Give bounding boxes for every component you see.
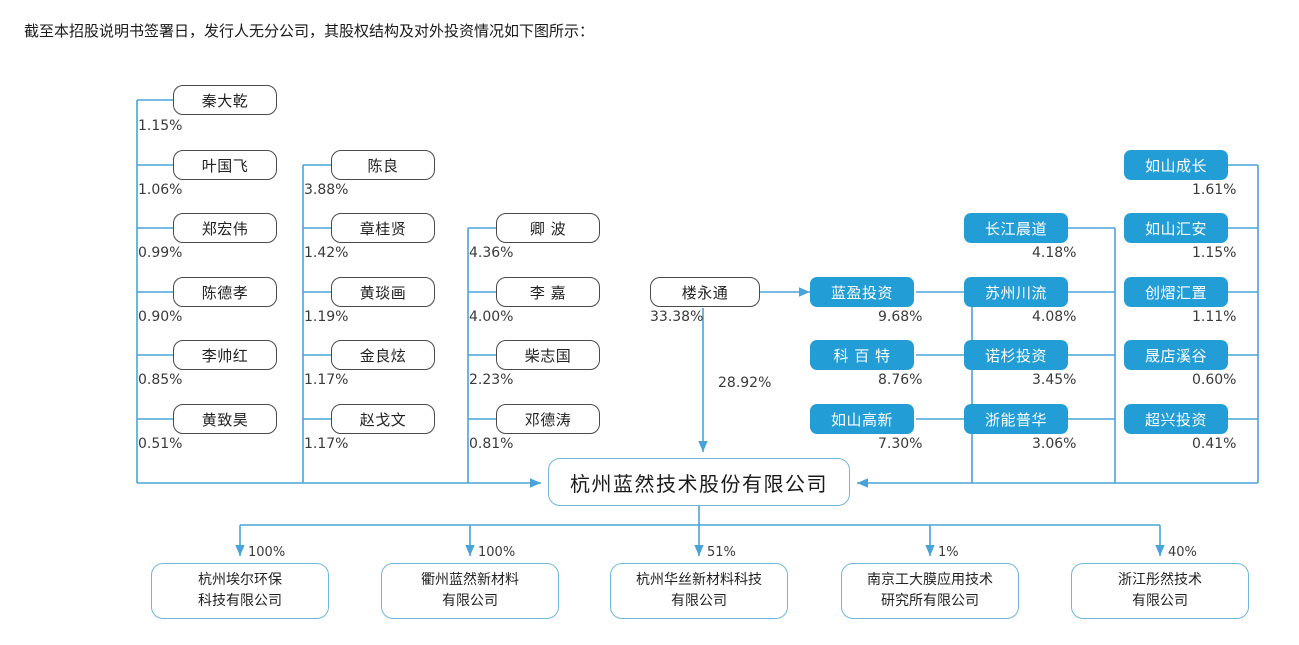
- shareholder-pct: 1.17%: [304, 436, 349, 452]
- institutional-shareholder-box[interactable]: 长江晨道: [964, 213, 1068, 243]
- shareholder-box[interactable]: 邓德涛: [496, 404, 600, 434]
- shareholder-pct: 1.17%: [304, 372, 349, 388]
- subsidiary-name-line1: 杭州埃尔环保: [198, 572, 282, 588]
- subsidiary-box[interactable]: 杭州埃尔环保 科技有限公司: [151, 563, 329, 619]
- institutional-shareholder-pct: 4.18%: [1032, 245, 1077, 261]
- shareholder-box[interactable]: 秦大乾: [173, 85, 277, 115]
- institutional-shareholder-box[interactable]: 浙能普华: [964, 404, 1068, 434]
- shareholder-box[interactable]: 黄琰画: [331, 277, 435, 307]
- shareholder-pct: 2.23%: [469, 372, 514, 388]
- subsidiary-pct: 1%: [938, 545, 959, 560]
- shareholder-box[interactable]: 郑宏伟: [173, 213, 277, 243]
- subsidiary-box[interactable]: 浙江彤然技术 有限公司: [1071, 563, 1249, 619]
- shareholder-box[interactable]: 陈德孝: [173, 277, 277, 307]
- shareholder-pct: 1.15%: [138, 118, 183, 134]
- subsidiary-box[interactable]: 杭州华丝新材料科技 有限公司: [610, 563, 788, 619]
- shareholder-pct: 1.19%: [304, 309, 349, 325]
- subsidiary-box[interactable]: 衢州蓝然新材料 有限公司: [381, 563, 559, 619]
- controller-pct-to-company: 28.92%: [718, 375, 772, 391]
- subsidiary-name-line2: 有限公司: [442, 593, 498, 609]
- shareholder-box[interactable]: 叶国飞: [173, 150, 277, 180]
- shareholder-pct: 1.42%: [304, 245, 349, 261]
- institutional-shareholder-box[interactable]: 如山汇安: [1124, 213, 1228, 243]
- shareholder-box[interactable]: 柴志国: [496, 340, 600, 370]
- shareholder-pct: 4.00%: [469, 309, 514, 325]
- institutional-shareholder-pct: 4.08%: [1032, 309, 1077, 325]
- institutional-shareholder-box[interactable]: 苏州川流: [964, 277, 1068, 307]
- institutional-shareholder-pct: 0.41%: [1192, 436, 1237, 452]
- subsidiary-name-line1: 衢州蓝然新材料: [421, 572, 519, 588]
- controller-pct-to-lanying: 33.38%: [650, 309, 704, 325]
- institutional-shareholder-pct: 7.30%: [878, 436, 923, 452]
- institutional-shareholder-pct: 1.11%: [1192, 309, 1237, 325]
- shareholder-pct: 0.81%: [469, 436, 514, 452]
- shareholder-box[interactable]: 卿 波: [496, 213, 600, 243]
- institutional-shareholder-box[interactable]: 诺杉投资: [964, 340, 1068, 370]
- subsidiary-pct: 100%: [478, 545, 516, 560]
- institutional-shareholder-pct: 1.61%: [1192, 182, 1237, 198]
- subsidiary-name-line2: 有限公司: [1132, 593, 1188, 609]
- subsidiary-pct: 40%: [1168, 545, 1197, 560]
- institutional-shareholder-box[interactable]: 科 百 特: [810, 340, 914, 370]
- subsidiary-pct: 51%: [707, 545, 736, 560]
- shareholder-box[interactable]: 赵戈文: [331, 404, 435, 434]
- shareholder-pct: 0.90%: [138, 309, 183, 325]
- shareholder-box[interactable]: 章桂贤: [331, 213, 435, 243]
- shareholder-box[interactable]: 李帅红: [173, 340, 277, 370]
- institutional-shareholder-pct: 1.15%: [1192, 245, 1237, 261]
- institutional-shareholder-box[interactable]: 创熠汇置: [1124, 277, 1228, 307]
- shareholder-pct: 0.99%: [138, 245, 183, 261]
- shareholder-pct: 3.88%: [304, 182, 349, 198]
- institutional-shareholder-pct: 9.68%: [878, 309, 923, 325]
- institutional-shareholder-pct: 3.06%: [1032, 436, 1077, 452]
- institutional-shareholder-box[interactable]: 蓝盈投资: [810, 277, 914, 307]
- subsidiary-name-line2: 科技有限公司: [198, 593, 282, 609]
- subsidiary-name-line1: 南京工大膜应用技术: [867, 572, 993, 588]
- institutional-shareholder-box[interactable]: 晟店溪谷: [1124, 340, 1228, 370]
- subsidiary-box[interactable]: 南京工大膜应用技术 研究所有限公司: [841, 563, 1019, 619]
- institutional-shareholder-pct: 3.45%: [1032, 372, 1077, 388]
- shareholder-box[interactable]: 黄致昊: [173, 404, 277, 434]
- subsidiary-name-line1: 杭州华丝新材料科技: [636, 572, 762, 588]
- institutional-shareholder-pct: 8.76%: [878, 372, 923, 388]
- subsidiary-name-line2: 研究所有限公司: [881, 593, 979, 609]
- shareholder-pct: 4.36%: [469, 245, 514, 261]
- main-company-box[interactable]: 杭州蓝然技术股份有限公司: [548, 458, 850, 506]
- controller-box[interactable]: 楼永通: [650, 277, 760, 307]
- institutional-shareholder-pct: 0.60%: [1192, 372, 1237, 388]
- subsidiary-name-line2: 有限公司: [671, 593, 727, 609]
- shareholder-box[interactable]: 金良炫: [331, 340, 435, 370]
- shareholder-pct: 0.85%: [138, 372, 183, 388]
- institutional-shareholder-box[interactable]: 超兴投资: [1124, 404, 1228, 434]
- subsidiary-name-line1: 浙江彤然技术: [1118, 572, 1202, 588]
- shareholder-box[interactable]: 陈良: [331, 150, 435, 180]
- institutional-shareholder-box[interactable]: 如山高新: [810, 404, 914, 434]
- institutional-shareholder-box[interactable]: 如山成长: [1124, 150, 1228, 180]
- subsidiary-pct: 100%: [248, 545, 286, 560]
- shareholder-pct: 0.51%: [138, 436, 183, 452]
- page-caption: 截至本招股说明书签署日，发行人无分公司，其股权结构及对外投资情况如下图所示：: [24, 22, 595, 40]
- shareholder-box[interactable]: 李 嘉: [496, 277, 600, 307]
- shareholder-pct: 1.06%: [138, 182, 183, 198]
